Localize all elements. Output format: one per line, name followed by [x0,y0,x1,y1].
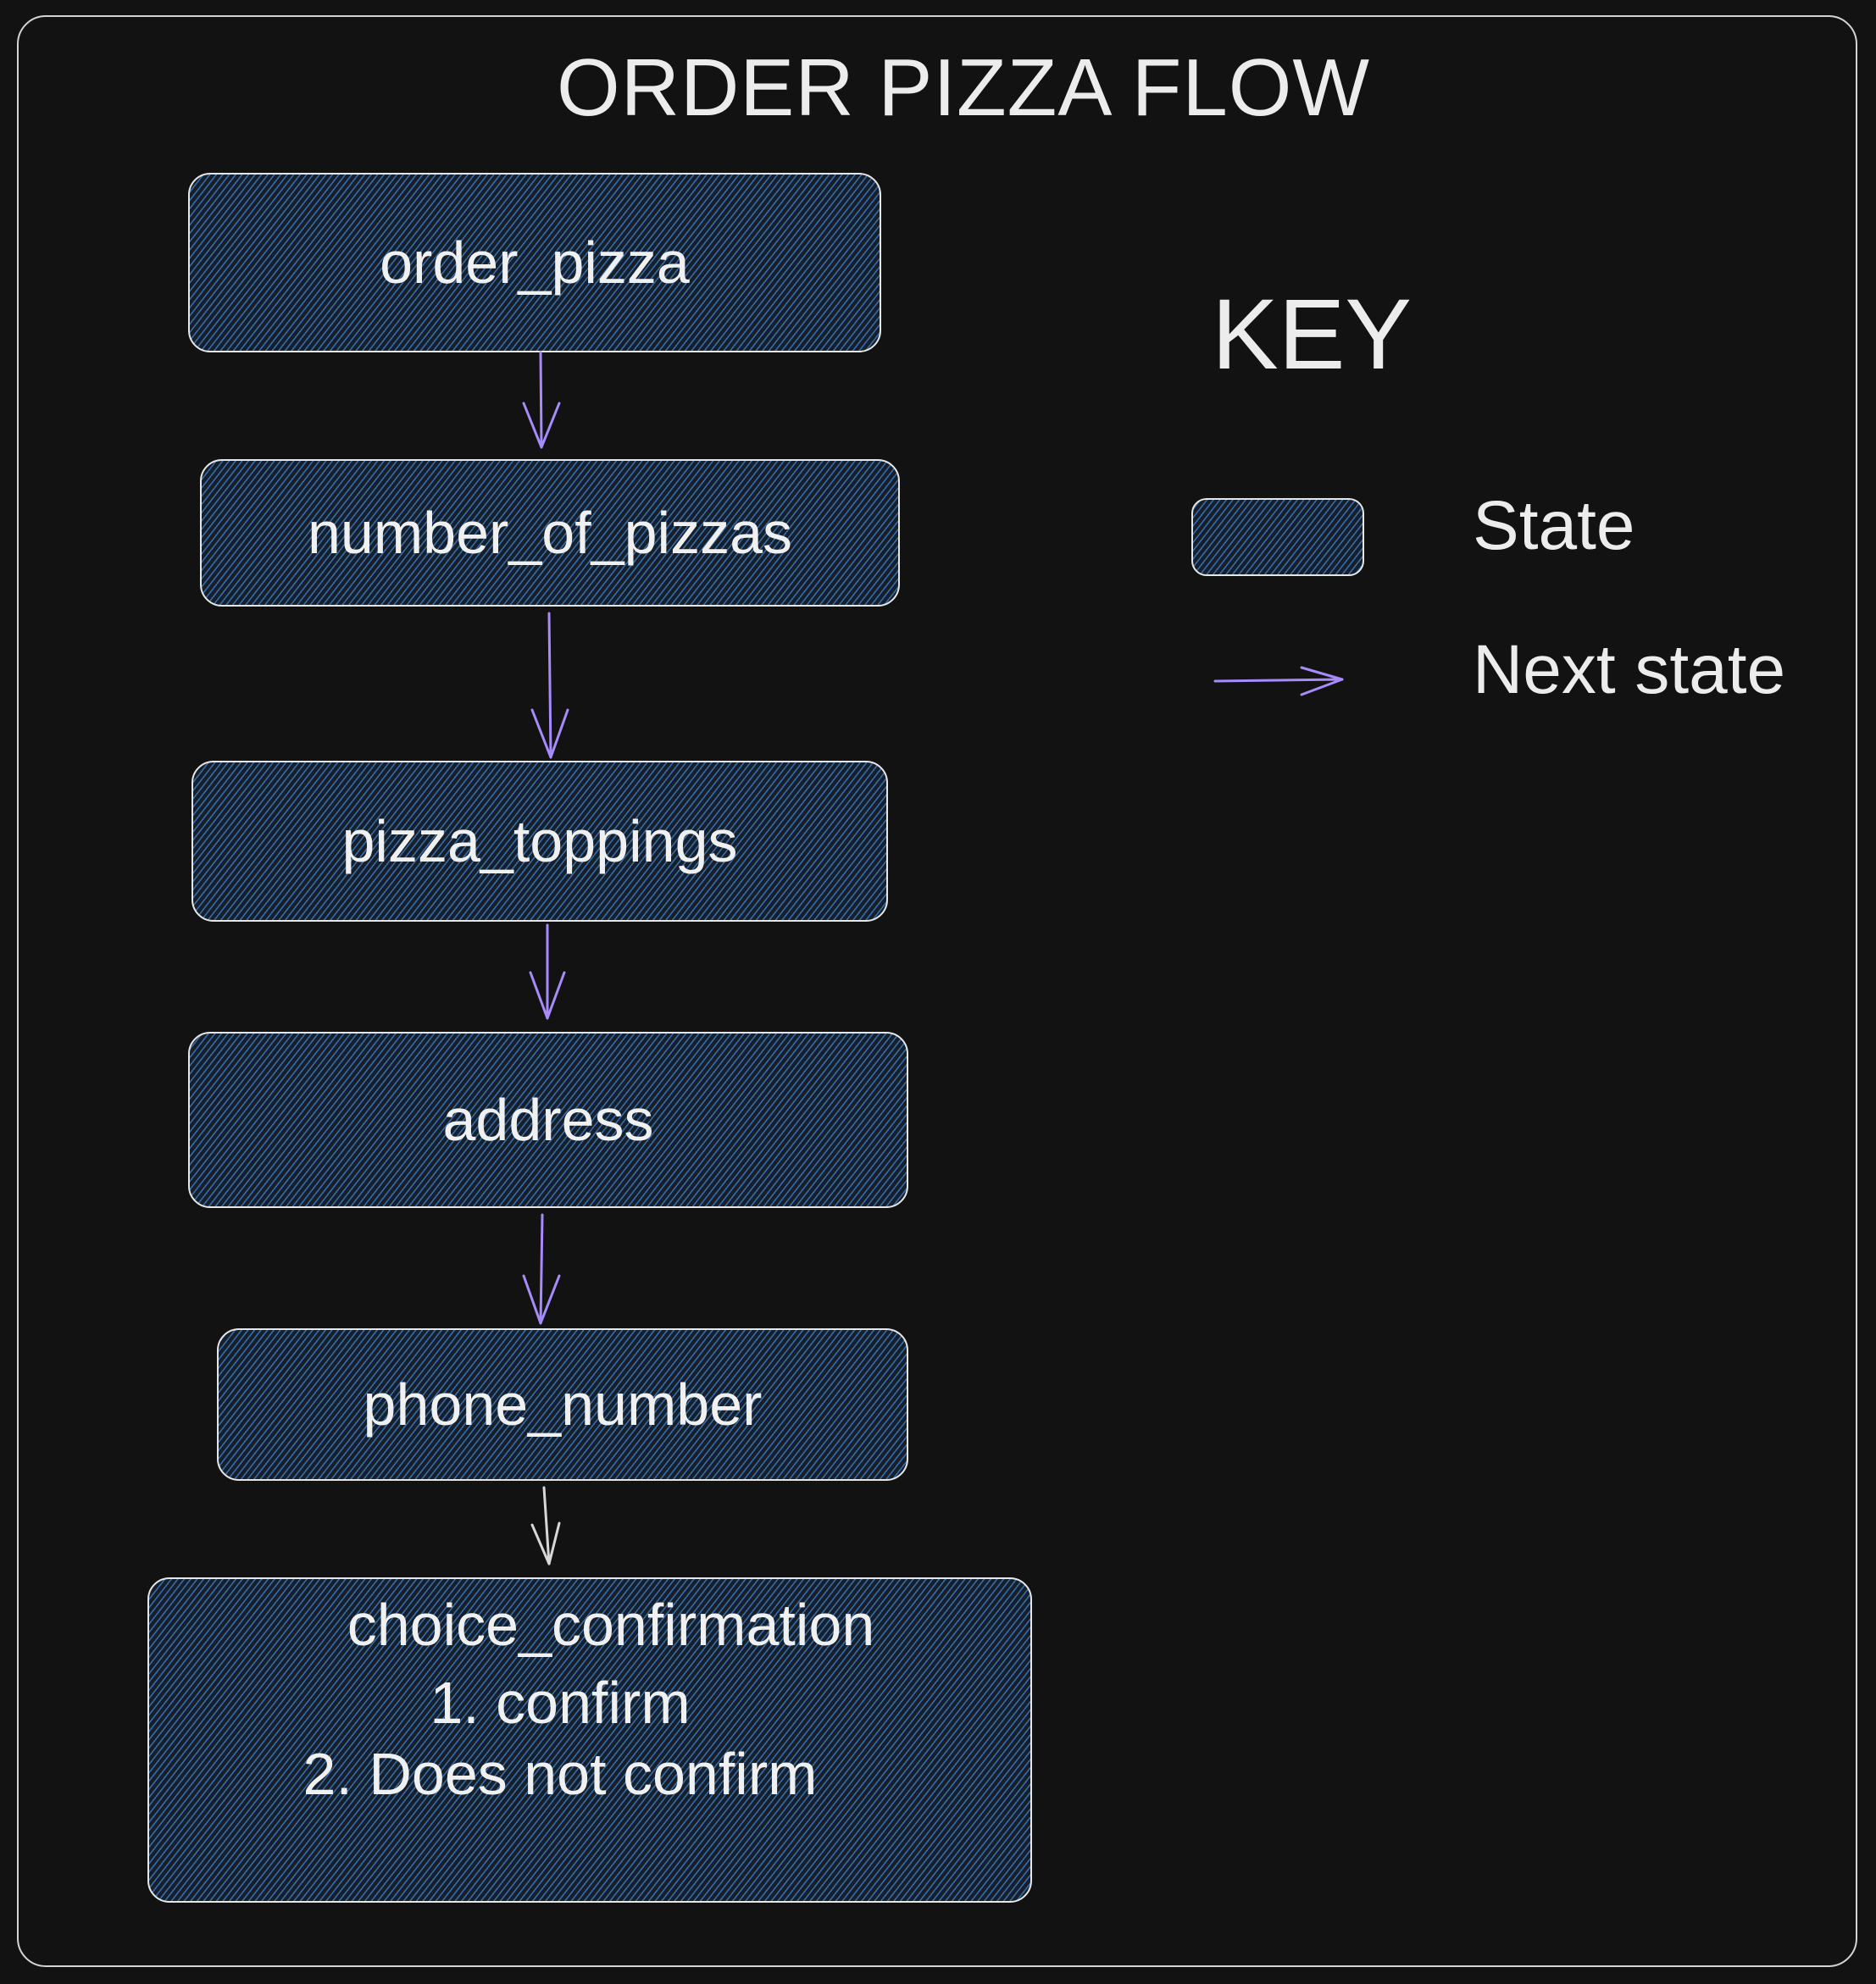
option-does-not-confirm: 2. Does not confirm [302,1741,818,1807]
state-label: address [442,1087,654,1153]
option-confirm: 1. confirm [430,1670,691,1736]
arrow-phone-to-confirmation [530,1486,561,1566]
arrow-address-to-phone [522,1213,561,1325]
state-order-pizza: order_pizza [188,173,881,352]
next-state-arrow-icon [1213,666,1344,696]
state-label: phone_number [363,1372,763,1438]
state-label: pizza_toppings [341,808,738,874]
state-choice-confirmation: choice_confirmation 1. confirm 2. Does n… [147,1577,1032,1903]
diagram-title: ORDER PIZZA FLOW [556,42,1371,133]
key-state-swatch [1191,498,1364,576]
diagram-frame [17,15,1857,1967]
state-address: address [188,1032,908,1208]
state-label: number_of_pizzas [308,500,792,566]
state-label: order_pizza [380,230,690,296]
arrow-toppings-to-address [529,923,566,1020]
state-number-of-pizzas: number_of_pizzas [200,459,900,607]
key-next-state-label: Next state [1473,631,1786,708]
key-title: KEY [1212,279,1413,391]
state-pizza-toppings: pizza_toppings [191,761,888,922]
arrow-order-to-number [522,351,561,449]
arrow-number-to-toppings [530,612,569,759]
state-label: choice_confirmation [347,1592,875,1658]
key-state-label: State [1473,487,1635,564]
state-phone-number: phone_number [217,1328,908,1481]
